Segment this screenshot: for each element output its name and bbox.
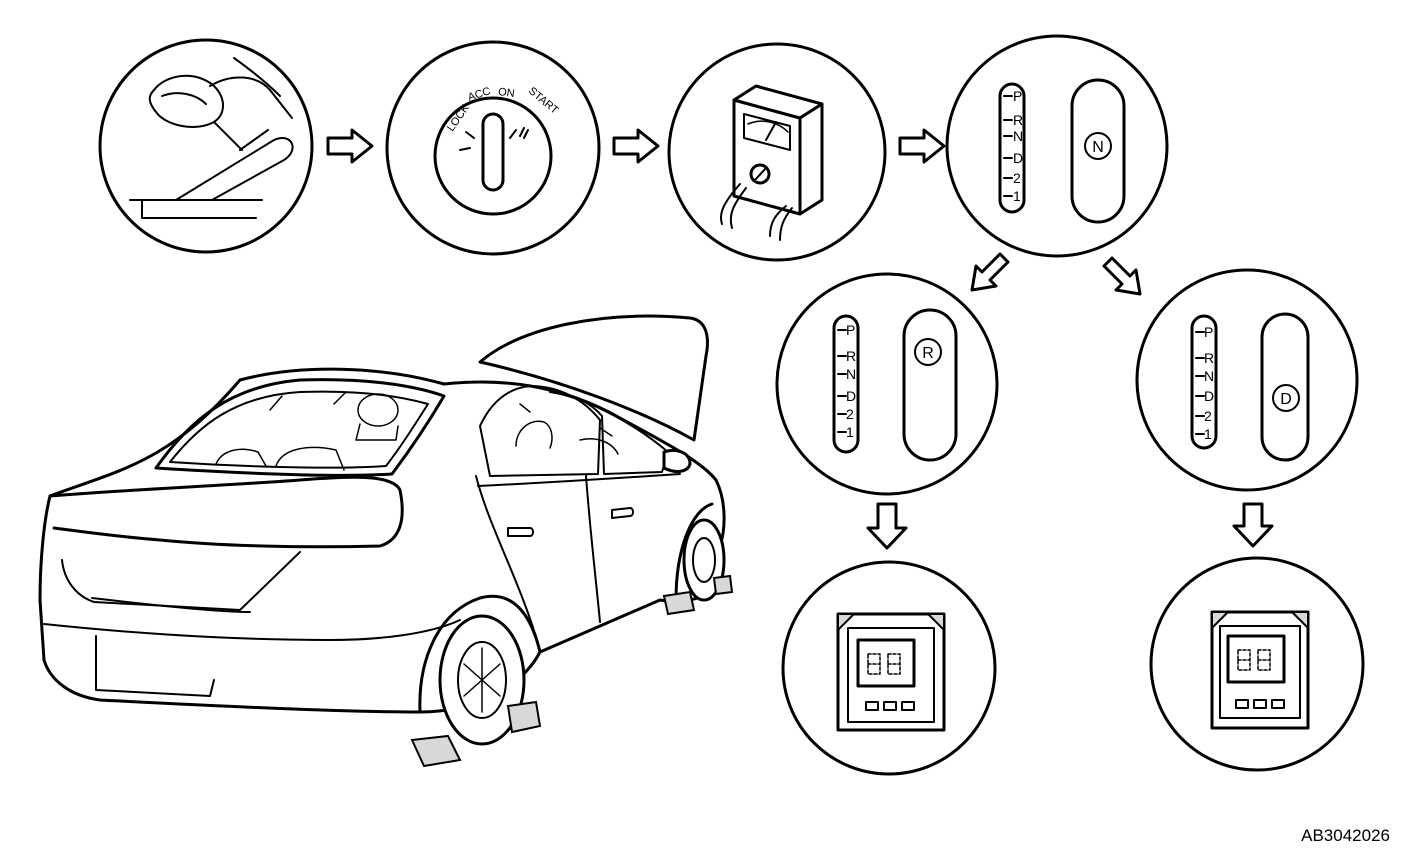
shift-label-d: D (1013, 150, 1023, 166)
shift-label-d: D (846, 388, 856, 404)
ignition-key-slot-icon (481, 112, 505, 192)
shift-label-p: P (846, 322, 855, 338)
arrow-right-1 (326, 128, 374, 164)
shift-label-p: P (1013, 88, 1022, 104)
range-badge-d: D (1280, 391, 1292, 408)
shift-label-d: D (1204, 388, 1214, 404)
open-hood (478, 314, 709, 442)
shift-label-r: R (1204, 350, 1214, 366)
shift-label-2: 2 (1013, 170, 1021, 186)
arrow-down-right-branch (1232, 502, 1274, 548)
shift-label-2: 2 (1204, 408, 1212, 424)
step-parking-brake-panel (98, 38, 314, 254)
diagnostic-display-icon (836, 612, 946, 732)
figure-code: AB3042026 (1301, 826, 1390, 845)
shift-label-r: R (846, 348, 856, 364)
step-shift-r-panel: P R N D 2 1 R (775, 272, 999, 496)
step-shift-n-panel: P R N D 2 1 N (945, 34, 1169, 258)
shift-label-p: P (1204, 324, 1213, 340)
shift-label-n: N (846, 366, 856, 382)
arrow-down-left (970, 252, 1010, 292)
step-shift-d-panel: P R N D 2 1 D (1135, 268, 1359, 492)
diagnostic-display-icon (1210, 610, 1310, 730)
result-display-left-panel (781, 560, 997, 776)
wheel-chock-rear-left (410, 734, 462, 768)
arrow-down-left-branch (866, 502, 908, 550)
range-badge-n: N (1092, 139, 1104, 156)
hand-on-brake-lever-icon (129, 57, 294, 219)
arrow-down-right (1102, 256, 1142, 296)
shift-label-1: 1 (1013, 188, 1021, 204)
shift-label-r: R (1013, 112, 1023, 128)
result-display-right-panel (1149, 556, 1365, 772)
wheel-chock-rear-right (506, 700, 542, 734)
wheel-chock-front-left (662, 590, 696, 616)
shift-label-2: 2 (846, 406, 854, 422)
voltmeter-icon (720, 84, 824, 241)
arrow-right-3 (898, 128, 946, 164)
range-badge-r: R (922, 345, 934, 362)
car-with-chocks-illustration (38, 314, 734, 768)
shift-label-n: N (1204, 368, 1214, 384)
wheel-chock-front-right (712, 574, 734, 596)
shift-label-1: 1 (1204, 426, 1212, 442)
arrow-right-2 (612, 128, 660, 164)
step-ignition-panel: LOCK ACC ON START (385, 40, 601, 256)
shift-lever-slot (1070, 78, 1126, 224)
shift-label-1: 1 (846, 424, 854, 440)
step-voltmeter-panel (667, 42, 887, 262)
shift-label-n: N (1013, 128, 1023, 144)
ignition-on-label: ON (497, 86, 515, 100)
shift-gate-scale (998, 82, 1026, 214)
